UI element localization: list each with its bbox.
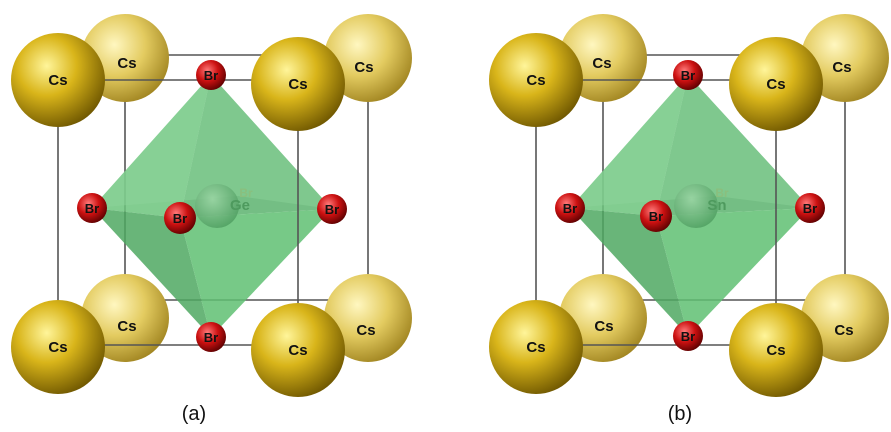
center-atom-label: Sn (707, 197, 726, 214)
octahedron (92, 75, 332, 337)
cs-atom-back-top-right (324, 14, 412, 102)
center-atom-label: Ge (230, 197, 250, 214)
cs-label-front-bottom-left: Cs (526, 339, 545, 356)
panel-caption-b: (b) (668, 403, 692, 425)
br-atom-right (795, 193, 825, 223)
cs-atom-front-top-right (251, 37, 345, 131)
cs-label-front-top-left: Cs (48, 72, 67, 89)
br-atom-bottom (673, 321, 703, 351)
center-atom-ge (195, 184, 239, 228)
cs-atom-front-top-left (11, 33, 105, 127)
cs-label-front-top-right: Cs (766, 76, 785, 93)
br-label-front: Br (173, 211, 187, 226)
br-atom-top (673, 60, 703, 90)
cs-atom-front-top-right (729, 37, 823, 131)
cs-label-back-top-right: Cs (354, 59, 373, 76)
br-label-front: Br (649, 209, 663, 224)
br-label-bottom: Br (681, 329, 695, 344)
br-label-right: Br (325, 202, 339, 217)
cs-label-back-bottom-right: Cs (356, 322, 375, 339)
cs-label-back-bottom-left: Cs (117, 318, 136, 335)
br-atom-front (640, 200, 672, 232)
cs-atom-front-top-left (489, 33, 583, 127)
br-atom-right (317, 194, 347, 224)
br-atom-top (196, 60, 226, 90)
br-label-left: Br (85, 201, 99, 216)
panel-a: Cs Cs Cs Cs Ge Br Br Br Br Br (11, 14, 412, 425)
cs-atom-back-bottom-right (324, 274, 412, 362)
cs-label-front-bottom-right: Cs (288, 342, 307, 359)
panel-caption-a: (a) (182, 403, 206, 425)
br-label-left: Br (563, 201, 577, 216)
center-atom-sn (674, 184, 718, 228)
cs-label-back-top-left: Cs (117, 55, 136, 72)
br-label-right: Br (803, 201, 817, 216)
br-atom-front (164, 202, 196, 234)
br-atom-left (555, 193, 585, 223)
br-label-top: Br (204, 68, 218, 83)
br-label-bottom: Br (204, 330, 218, 345)
cs-label-back-bottom-left: Cs (594, 318, 613, 335)
cs-label-front-bottom-right: Cs (766, 342, 785, 359)
br-atom-left (77, 193, 107, 223)
cs-label-back-top-left: Cs (592, 55, 611, 72)
cs-label-back-top-right: Cs (832, 59, 851, 76)
cs-atom-back-bottom-right (801, 274, 889, 362)
cs-label-front-top-left: Cs (526, 72, 545, 89)
cs-atom-front-bottom-left (11, 300, 105, 394)
cs-label-back-bottom-right: Cs (834, 322, 853, 339)
cs-atom-front-bottom-right (251, 303, 345, 397)
cs-label-front-bottom-left: Cs (48, 339, 67, 356)
br-label-top: Br (681, 68, 695, 83)
br-atom-bottom (196, 322, 226, 352)
cs-atom-front-bottom-right (729, 303, 823, 397)
panel-b: Cs Cs Cs Cs Sn Br Br Br Br Br Br (489, 14, 889, 425)
cs-atom-front-bottom-left (489, 300, 583, 394)
br-label-back: Br (715, 186, 729, 200)
octahedron (570, 75, 810, 336)
cs-atom-back-top-right (801, 14, 889, 102)
br-label-back: Br (239, 186, 253, 200)
cs-label-front-top-right: Cs (288, 76, 307, 93)
